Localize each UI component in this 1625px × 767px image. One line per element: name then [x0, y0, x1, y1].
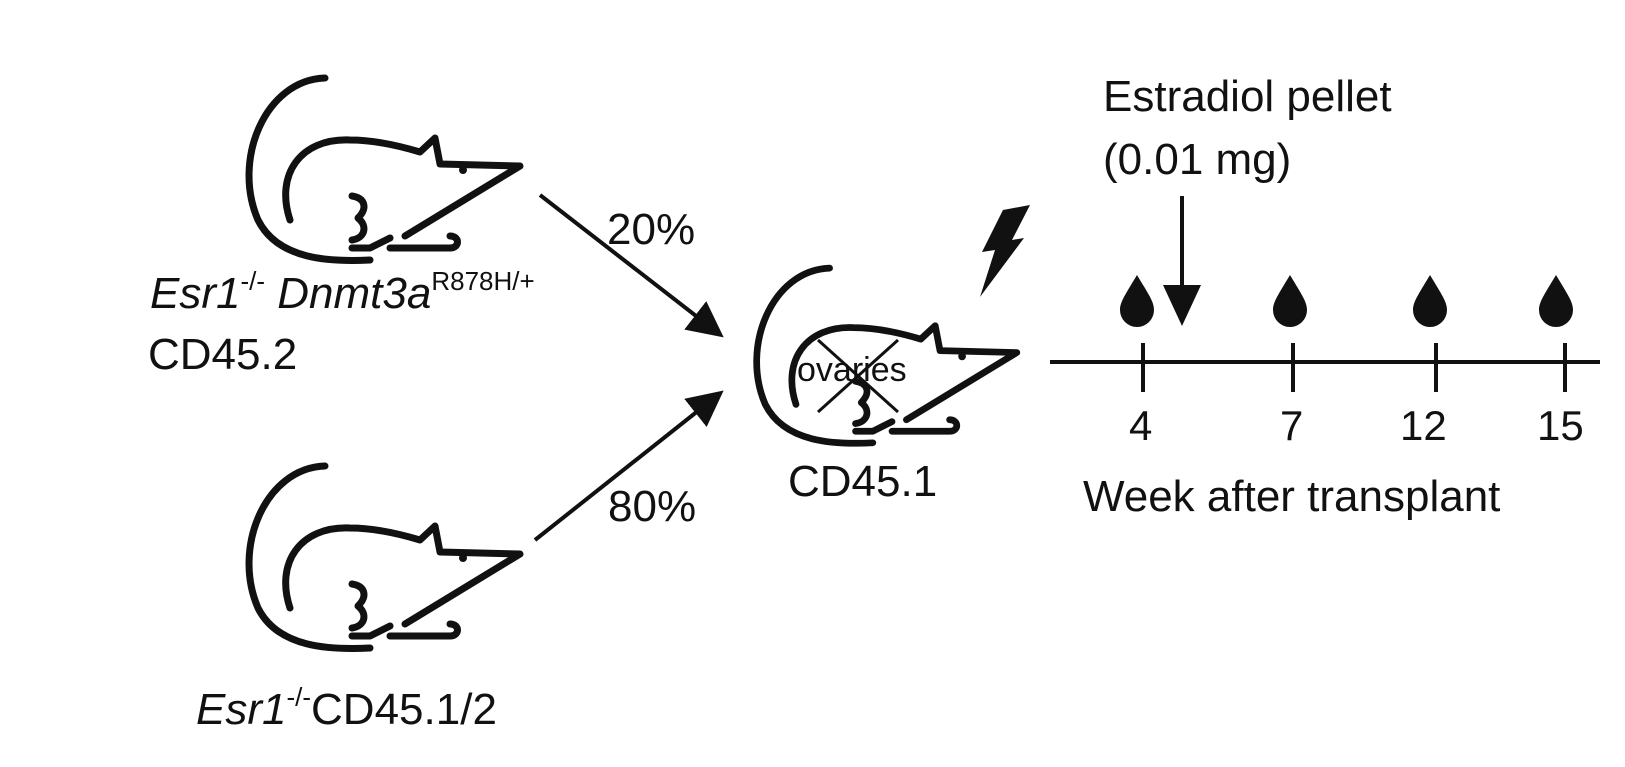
- recipient-ovaries-label: ovaries: [797, 351, 907, 389]
- estradiol-arrow-head-icon: [1163, 285, 1201, 326]
- donor-top-genotype: Esr1-/- Dnmt3aR878H/+: [150, 268, 535, 316]
- blood-draw-week7-icon: [1273, 275, 1307, 327]
- donor-top-gene1-sup: -/-: [240, 266, 266, 296]
- timeline-axis-label: Week after transplant: [1083, 472, 1501, 521]
- irradiation-bolt-icon: [980, 205, 1030, 297]
- donor-mouse-bottom-icon: [249, 466, 520, 649]
- donor-mouse-top-icon: [249, 78, 520, 261]
- timeline-tick-label: 4: [1129, 402, 1153, 449]
- timeline-tick-label: 7: [1280, 402, 1304, 449]
- donor-top-percent: 20%: [607, 205, 696, 254]
- ovaries-removed-cross-icon: [816, 338, 900, 414]
- donor-bottom-gene1-sup: -/-: [286, 682, 312, 712]
- blood-draw-week12-icon: [1413, 275, 1447, 327]
- estradiol-label-line2: (0.01 mg): [1103, 135, 1292, 184]
- donor-bottom-gene1: Esr1: [196, 685, 287, 734]
- donor-top-gene2: Dnmt3a: [277, 269, 432, 318]
- donor-top-gene1: Esr1: [150, 269, 241, 318]
- blood-draw-week4-icon: [1120, 275, 1154, 327]
- arrow-top-to-recipient: [538, 193, 724, 338]
- blood-draw-week15-icon: [1539, 275, 1573, 327]
- estradiol-label-line1: Estradiol pellet: [1103, 72, 1392, 121]
- donor-top-gene2-sup: R878H/+: [431, 266, 535, 296]
- donor-bottom-marker: CD45.1/2: [311, 685, 497, 734]
- timeline-tick-label: 12: [1400, 402, 1447, 449]
- donor-top-marker: CD45.2: [148, 330, 298, 379]
- timeline-tick-label: 15: [1537, 402, 1584, 449]
- donor-bottom-genotype: Esr1-/-CD45.1/2: [196, 684, 497, 732]
- donor-bottom-percent: 80%: [608, 482, 697, 531]
- arrow-bottom-to-recipient: [533, 390, 724, 542]
- recipient-marker: CD45.1: [788, 457, 938, 506]
